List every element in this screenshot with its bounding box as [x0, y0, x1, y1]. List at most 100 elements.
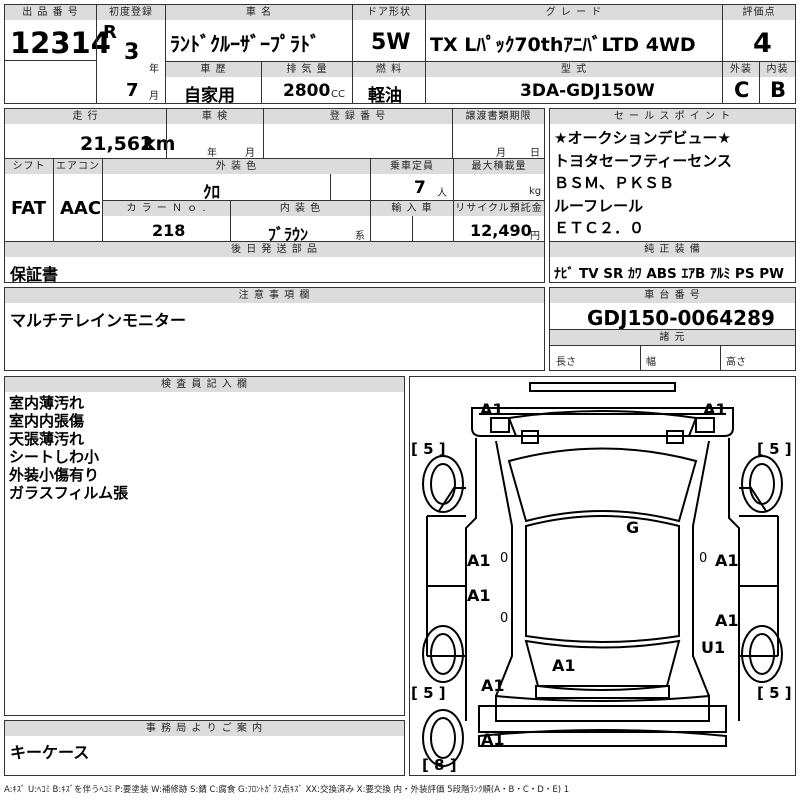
equipment: ﾅﾋﾞ TV SR ｶﾜ ABS ｴｱB ｱﾙﾐ PS PW — [554, 266, 785, 282]
damage-rear-center: A1 — [552, 656, 576, 675]
displacement-unit: CC — [331, 89, 345, 100]
mark-right-front-small: 0 — [699, 551, 708, 566]
car-name-header: 車 名 — [166, 5, 352, 20]
mileage-unit: km — [143, 133, 176, 155]
damage-left-door-front: A1 — [467, 551, 491, 570]
color: ｸﾛ — [203, 183, 220, 203]
color-no-header: カ ラ ー Ｎ ｏ . — [103, 201, 230, 216]
spec-width-label: 幅 — [646, 357, 656, 368]
car-diagram-box — [409, 376, 796, 776]
transfer-month-unit: 月 — [496, 148, 506, 159]
inspector-note: ガラスフィルム張 — [9, 484, 129, 502]
lot-no-header: 出 品 番 号 — [5, 5, 96, 20]
inspector-note: 天張薄汚れ — [9, 430, 85, 448]
tire-fl-depth: [ 5 ] — [411, 440, 446, 458]
sales-point-header: セ ー ル ス ポ イ ン ト — [550, 109, 795, 124]
damage-rear-left: A1 — [481, 676, 505, 695]
recycle-fee: 12,490 — [470, 221, 532, 240]
interior-header: 内装 — [760, 62, 795, 77]
damage-right-door-front: A1 — [715, 551, 739, 570]
damage-rear-bumper: A1 — [481, 730, 505, 749]
inspector-notes: 室内薄汚れ 室内内張傷 天張薄汚れ シートしわ小 外装小傷有り ガラスフィルム張 — [9, 394, 128, 502]
lot-number: 12314 — [10, 26, 111, 60]
inspection-header: 車 検 — [167, 109, 263, 124]
ac: AAC — [60, 198, 102, 219]
tire-rl-shape — [422, 625, 464, 683]
recycle-header: リサイクル預託金 — [454, 201, 544, 216]
int-color-unit: 系 — [355, 231, 365, 242]
exterior-grade: C — [734, 78, 750, 102]
fuel-header: 燃 料 — [353, 62, 425, 77]
office-header: 事 務 局 よ り ご 案 内 — [5, 721, 404, 736]
int-color: ﾌﾞﾗｳﾝ — [268, 225, 309, 244]
tire-fr-depth: [ 5 ] — [757, 440, 792, 458]
load-unit: kg — [529, 186, 542, 197]
import-header: 輸 入 車 — [371, 201, 453, 216]
first-reg-month: 7 — [126, 80, 139, 101]
door-type: 5W — [371, 30, 411, 55]
tire-rr-shape — [741, 625, 783, 683]
color-no: 218 — [152, 221, 186, 240]
inspection-month-unit: 月 — [245, 148, 255, 159]
tire-fr-shape — [741, 455, 783, 513]
displacement: 2800 — [283, 81, 331, 101]
grade: TX Lﾊﾟｯｸ70thｱﾆﾊﾞLTD 4WD — [430, 34, 696, 56]
chassis-number: GDJ150-0064289 — [587, 306, 775, 330]
spare-tire-shape — [422, 709, 464, 767]
car-diagram — [422, 382, 783, 767]
transfer-header: 譲渡書類期限 — [453, 109, 544, 124]
mark-left-rear-small: 0 — [500, 611, 509, 626]
history: 自家用 — [184, 86, 235, 106]
fuel: 軽油 — [368, 86, 402, 106]
damage-glass: G — [626, 518, 640, 537]
damage-front-left: A1 — [480, 400, 504, 419]
history-header: 車 歴 — [166, 62, 261, 77]
spec-height-label: 高さ — [726, 357, 746, 368]
first-reg-year-unit: 年 — [149, 64, 159, 75]
first-reg-month-unit: 月 — [149, 91, 159, 102]
sales-point-item: ルーフレール — [554, 196, 644, 215]
load-header: 最大積載量 — [454, 159, 544, 174]
capacity-unit: 人 — [437, 188, 447, 199]
office-note: キーケース — [10, 743, 90, 762]
equipment-header: 純 正 装 備 — [550, 242, 795, 257]
mileage: 21,562 — [80, 133, 154, 155]
damage-right-rear-quarter: U1 — [701, 638, 726, 657]
shift-header: シフト — [5, 159, 53, 174]
first-reg-header: 初度登録 — [97, 5, 165, 20]
interior-grade: B — [770, 78, 787, 102]
inspector-box — [4, 376, 405, 716]
sales-point-list: ★オークションデビュー★ トヨタセーフティーセンス ＢＳＭ、ＰＫＳＢ ルーフレー… — [554, 127, 732, 240]
sales-point-item: ＥＴＣ２．０ — [554, 219, 645, 237]
tire-rl-depth: [ 5 ] — [411, 684, 446, 702]
mileage-header: 走 行 — [5, 109, 166, 124]
spec-length-label: 長さ — [556, 357, 576, 368]
capacity: 7 — [414, 178, 426, 198]
model-header: 型 式 — [426, 62, 722, 77]
damage-front-right: A1 — [703, 400, 727, 419]
damage-right-door-rear: A1 — [715, 611, 739, 630]
capacity-header: 乗車定員 — [371, 159, 453, 174]
color-header: 外 装 色 — [103, 159, 370, 174]
notes-header: 注 意 事 項 欄 — [5, 288, 544, 303]
exterior-header: 外装 — [723, 62, 759, 77]
displacement-header: 排 気 量 — [262, 62, 352, 77]
car-name: ﾗﾝﾄﾞｸﾙｰｻﾞｰﾌﾟﾗﾄﾞ — [170, 32, 320, 56]
inspector-note: 室内内張傷 — [9, 412, 85, 430]
inspector-note: 外装小傷有り — [9, 466, 100, 484]
inspector-header: 検 査 員 記 入 欄 — [5, 377, 404, 392]
legend: A:ｷｽﾞ U:ﾍｺﾐ B:ｷｽﾞを伴うﾍｺﾐ P:要塗装 W:補修跡 S:錆 … — [4, 785, 570, 795]
top-info-table — [4, 4, 796, 104]
mark-left-front-small: 0 — [500, 551, 509, 566]
tire-rr-depth: [ 5 ] — [757, 684, 792, 702]
later-parts-header: 後 日 発 送 部 品 — [5, 242, 544, 257]
inspection-year-unit: 年 — [207, 148, 217, 159]
sales-point-item: トヨタセーフティーセンス — [554, 151, 732, 170]
int-color-header: 内 装 色 — [231, 201, 370, 216]
specs-header: 諸 元 — [550, 330, 795, 345]
damage-left-door-rear: A1 — [467, 586, 491, 605]
score: 4 — [753, 28, 772, 59]
spare-tire-depth: [ 8 ] — [422, 756, 457, 774]
chassis-header: 車 台 番 号 — [550, 288, 795, 303]
ac-header: エアコン — [54, 159, 102, 174]
